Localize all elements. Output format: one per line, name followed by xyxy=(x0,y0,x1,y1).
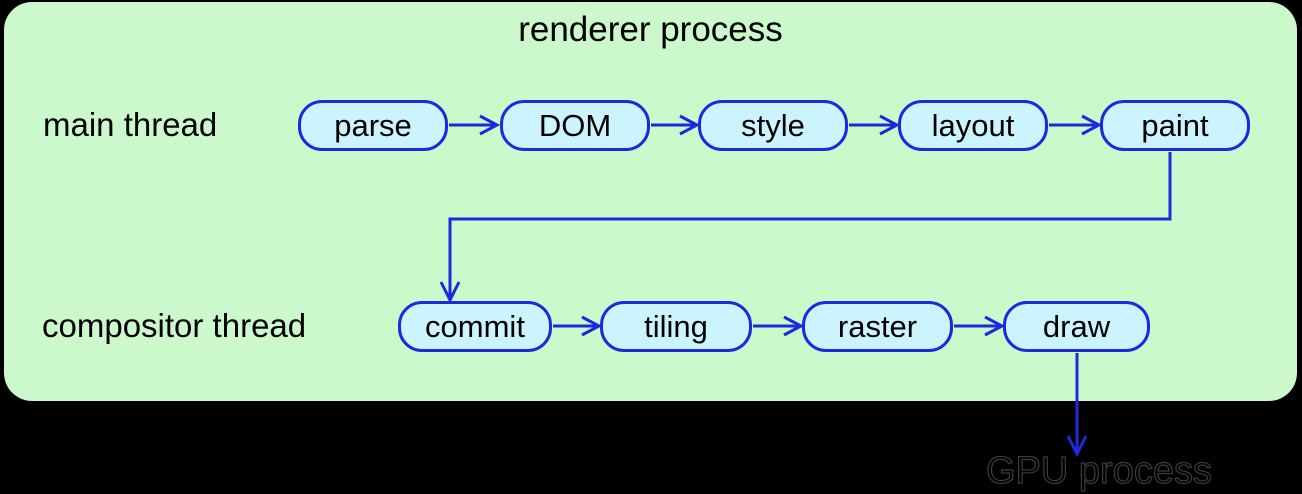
arrow-draw-to-gpu xyxy=(1066,353,1088,458)
node-layout: layout xyxy=(898,100,1048,151)
arrow-commit-to-tiling xyxy=(553,315,603,337)
node-style: style xyxy=(698,100,848,151)
arrow-style-to-layout xyxy=(849,114,901,136)
node-tiling: tiling xyxy=(600,301,752,352)
arrow-parse-to-dom xyxy=(449,114,501,136)
node-commit: commit xyxy=(398,301,552,352)
main-thread-label: main thread xyxy=(43,106,218,143)
node-draw: draw xyxy=(1003,301,1150,352)
arrow-dom-to-style xyxy=(651,114,701,136)
node-paint: paint xyxy=(1100,100,1250,151)
diagram-title: renderer process xyxy=(518,10,783,49)
arrow-raster-to-draw xyxy=(954,315,1006,337)
node-dom: DOM xyxy=(500,100,650,151)
arrow-tiling-to-raster xyxy=(753,315,805,337)
arrow-layout-to-paint xyxy=(1049,114,1103,136)
gpu-process-label: GPU process xyxy=(985,449,1212,492)
compositor-thread-label: compositor thread xyxy=(42,307,307,344)
arrow-paint-to-commit xyxy=(439,152,1172,304)
node-raster: raster xyxy=(802,301,953,352)
node-parse: parse xyxy=(298,100,448,151)
